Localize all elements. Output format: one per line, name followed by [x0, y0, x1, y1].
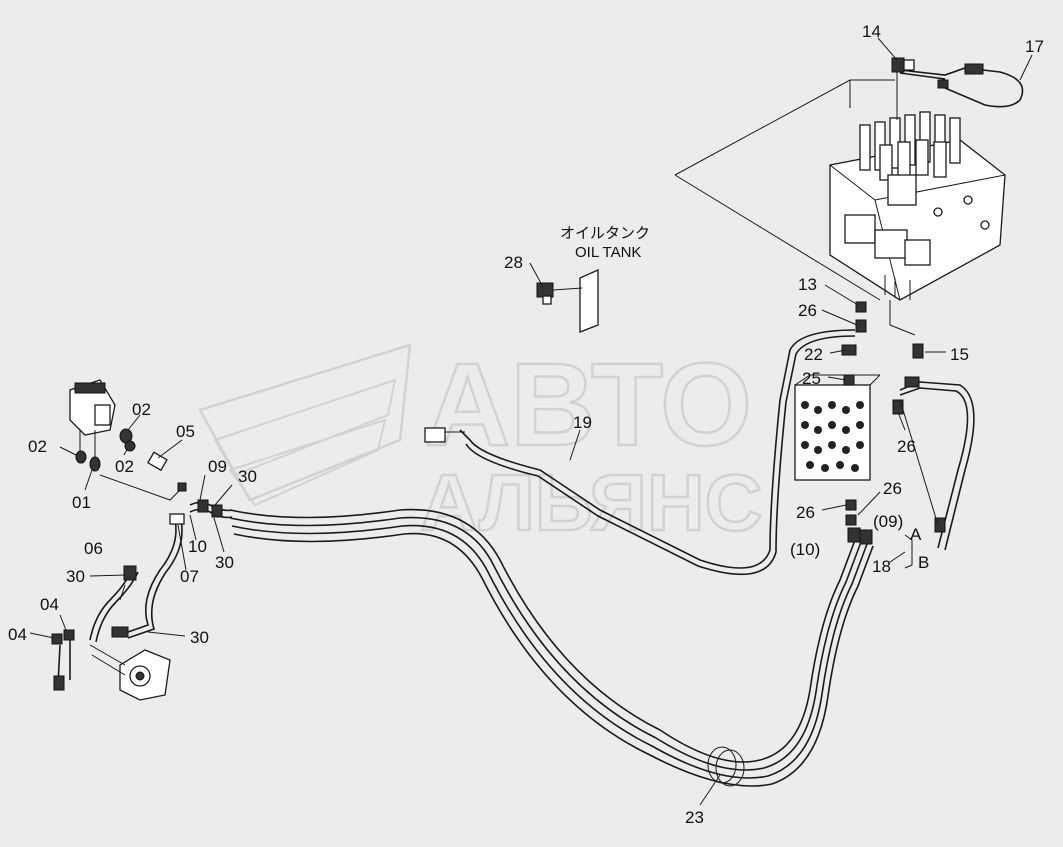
- pilot-valve-block: [794, 344, 904, 526]
- control-valve: [829, 111, 1006, 301]
- callout-26-d: 26: [883, 479, 902, 498]
- callout-30-b: 30: [215, 553, 234, 572]
- callouts: 14 17 13 26 22 25 15 26 28 19 26 26 (09)…: [8, 22, 1044, 827]
- oil-tank-label-jp: オイルタンク: [560, 225, 650, 242]
- elbow-14: [891, 57, 915, 73]
- callout-26-c: 26: [796, 503, 815, 522]
- leader-lines: [29, 37, 1033, 806]
- pilot-pump: [89, 644, 171, 701]
- callout-02-b: 02: [132, 400, 151, 419]
- callout-18: 18: [872, 557, 891, 576]
- left-hoses: [51, 499, 233, 691]
- callout-02-c: 02: [115, 457, 134, 476]
- callout-15: 15: [950, 345, 969, 364]
- callout-19: 19: [573, 413, 592, 432]
- callout-04-a: 04: [40, 595, 59, 614]
- watermark-line2: АЛЬЯНС: [420, 458, 762, 547]
- callout-22: 22: [804, 345, 823, 364]
- callout-26-a: 26: [798, 301, 817, 320]
- hose-18: [899, 376, 975, 551]
- callout-17: 17: [1025, 37, 1044, 56]
- callout-23: 23: [685, 808, 704, 827]
- callout-25: 25: [802, 369, 821, 388]
- callout-09-paren: (09): [873, 512, 903, 531]
- callout-A: A: [910, 525, 922, 544]
- callout-01: 01: [72, 493, 91, 512]
- hose-17: [896, 60, 1024, 120]
- fitting-13: [855, 301, 924, 359]
- callout-10: 10: [188, 537, 207, 556]
- callout-09: 09: [208, 457, 227, 476]
- callout-B: B: [918, 553, 929, 572]
- hose-19: [424, 329, 856, 576]
- callout-07: 07: [180, 567, 199, 586]
- hose-bundle-23: [229, 508, 874, 787]
- callout-30-d: 30: [190, 628, 209, 647]
- oil-tank-fitting: [536, 268, 599, 333]
- watermark: АВТО АЛЬЯНС: [198, 338, 764, 548]
- callout-26-b: 26: [897, 437, 916, 456]
- connection-lines: [674, 79, 916, 336]
- callout-04-b: 04: [8, 625, 27, 644]
- oil-tank-label-en: OIL TANK: [575, 244, 641, 261]
- callout-05: 05: [176, 422, 195, 441]
- callout-02-a: 02: [28, 437, 47, 456]
- watermark-line1: АВТО: [425, 339, 752, 471]
- callout-28: 28: [504, 253, 523, 272]
- callout-13: 13: [798, 275, 817, 294]
- watermark-logo: [198, 343, 412, 507]
- callout-14: 14: [862, 22, 881, 41]
- callout-06: 06: [84, 539, 103, 558]
- callout-10-paren: (10): [790, 540, 820, 559]
- callout-30-c: 30: [66, 567, 85, 586]
- callout-30-a: 30: [238, 467, 257, 486]
- left-pilot-valve: [69, 379, 187, 501]
